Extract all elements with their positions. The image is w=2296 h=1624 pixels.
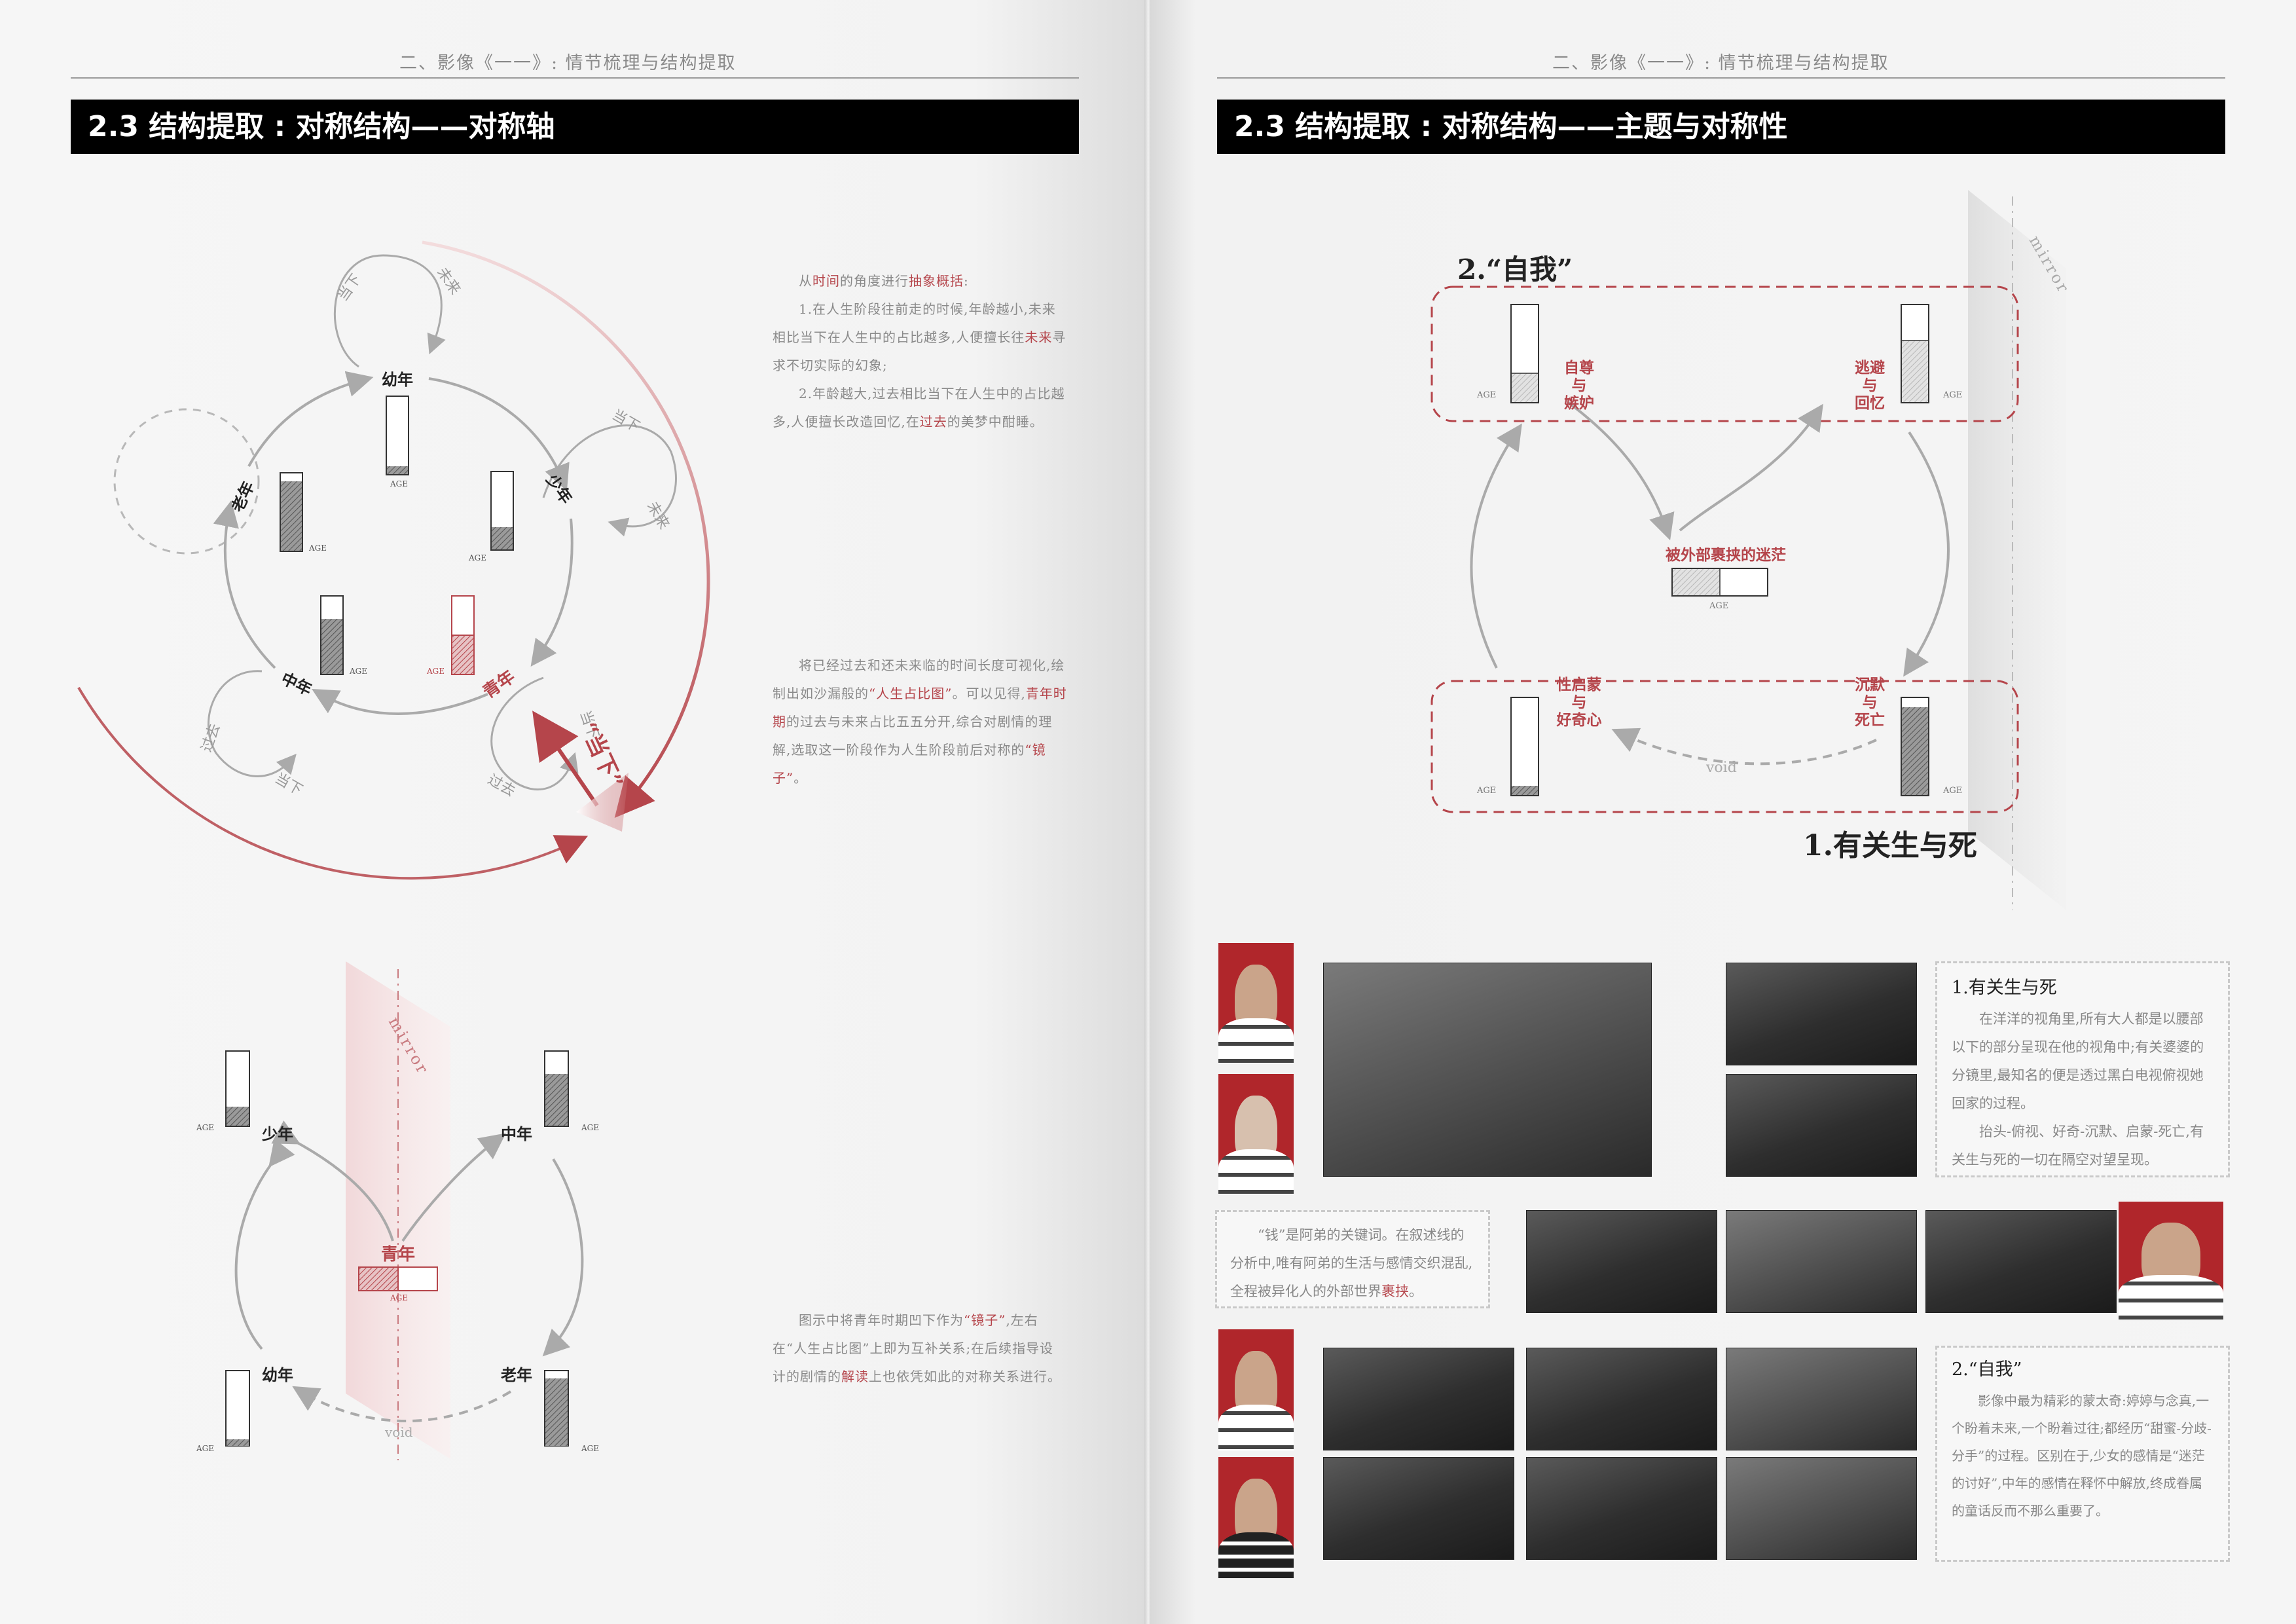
- age-label: AGE: [469, 553, 486, 563]
- still-money-3: [1925, 1210, 2117, 1313]
- portrait-grandma: [1218, 1074, 1294, 1195]
- bar-life-right: [1901, 697, 1929, 796]
- mirror-bar-teen: [226, 1051, 249, 1126]
- still-self-5: [1526, 1457, 1717, 1560]
- age-label: AGE: [1709, 601, 1728, 611]
- age-label: AGE: [427, 667, 445, 676]
- still-funeral: [1323, 963, 1652, 1177]
- age-bar-child: [386, 396, 409, 475]
- still-money-1: [1526, 1210, 1717, 1313]
- age-label: AGE: [1943, 390, 1962, 400]
- void-label: void: [1706, 760, 1737, 776]
- left-page: 二、影像《一一》: 情节梳理与结构提取 2.3 结构提取 : 对称结构——对称轴: [0, 0, 1147, 1624]
- still-money-2: [1726, 1210, 1917, 1313]
- theme-center: 被外部裹挟的迷茫: [1660, 542, 1791, 564]
- age-label: AGE: [581, 1444, 599, 1453]
- age-label: AGE: [350, 667, 367, 676]
- mirror-bar-middle: [545, 1051, 568, 1126]
- age-label: AGE: [1477, 786, 1496, 796]
- portrait-nj: [1218, 1457, 1294, 1578]
- bar-life-left: [1511, 697, 1539, 796]
- text-block-1: 从时间的角度进行抽象概括: 1.在人生阶段往前走的时候,年龄越小,未来相比当下在…: [773, 267, 1067, 436]
- portrait-adi: [2119, 1202, 2223, 1320]
- mirror-node-old: 老年: [501, 1362, 532, 1385]
- age-label: AGE: [196, 1444, 214, 1453]
- bar-center: [1672, 568, 1768, 596]
- life-title: 1.有关生与死: [1803, 822, 1977, 864]
- age-label: AGE: [309, 544, 327, 553]
- mirror-node-middle: 中年: [501, 1121, 532, 1144]
- text-block-3: 图示中将青年时期凹下作为“镜子”,左右在“人生占比图”上即为互补关系;在后续指导…: [773, 1306, 1067, 1391]
- still-tv: [1726, 1074, 1917, 1177]
- bar-self-right: [1901, 304, 1929, 403]
- mirror-node-teen: 少年: [262, 1121, 293, 1144]
- age-bar-middle: [321, 596, 343, 674]
- age-label: AGE: [1477, 390, 1496, 400]
- still-self-6: [1726, 1457, 1917, 1560]
- age-label: AGE: [581, 1123, 599, 1132]
- mirror-bar-child: [226, 1371, 249, 1446]
- theme-bl: 性启蒙与好奇心: [1546, 676, 1612, 729]
- portrait-tingting: [1218, 1329, 1294, 1450]
- age-bar-teen: [491, 471, 513, 550]
- still-self-1: [1323, 1348, 1514, 1450]
- note-self: 2.“自我” 影像中最为精彩的蒙太奇:婷婷与念真,一个盼着未来,一个盼着过往;都…: [1935, 1346, 2230, 1562]
- age-bar-young: [452, 596, 474, 674]
- age-bar-old: [280, 473, 302, 551]
- note-life-death: 1.有关生与死 在洋洋的视角里,所有大人都是以腰部以下的部分呈现在他的视角中;有…: [1935, 961, 2230, 1177]
- age-label: AGE: [1943, 786, 1962, 796]
- right-page: 二、影像《一一》: 情节梳理与结构提取 2.3 结构提取 : 对称结构——主题与…: [1150, 0, 2296, 1624]
- mirror-plane: [1968, 190, 2066, 910]
- age-label: AGE: [196, 1123, 214, 1132]
- theme-tl: 自尊与嫉妒: [1553, 359, 1605, 412]
- theme-br: 沉默与死亡: [1844, 676, 1896, 729]
- node-child: 幼年: [382, 367, 413, 390]
- note-money: “钱”是阿弟的关键词。在叙述线的分析中,唯有阿弟的生活与感情交织混乱,全程被异化…: [1215, 1210, 1490, 1308]
- portrait-yangyang: [1218, 943, 1294, 1064]
- still-classroom: [1726, 963, 1917, 1065]
- mirror-bar-young: [359, 1267, 437, 1291]
- text-block-2: 将已经过去和还未来临的时间长度可视化,绘制出如沙漏般的“人生占比图”。可以见得,…: [773, 652, 1067, 792]
- still-self-2: [1526, 1348, 1717, 1450]
- bar-self-left: [1511, 304, 1539, 403]
- theme-tr: 逃避与回忆: [1844, 359, 1896, 412]
- void-label: void: [385, 1424, 413, 1440]
- mirror-bar-old: [545, 1371, 568, 1446]
- age-label: AGE: [390, 479, 408, 489]
- still-self-4: [1323, 1457, 1514, 1560]
- still-self-3: [1726, 1348, 1917, 1450]
- self-title: 2.“自我”: [1457, 248, 1573, 287]
- mirror-node-child: 幼年: [262, 1362, 293, 1385]
- age-label: AGE: [390, 1293, 408, 1302]
- mirror-node-young: 青年: [381, 1241, 415, 1265]
